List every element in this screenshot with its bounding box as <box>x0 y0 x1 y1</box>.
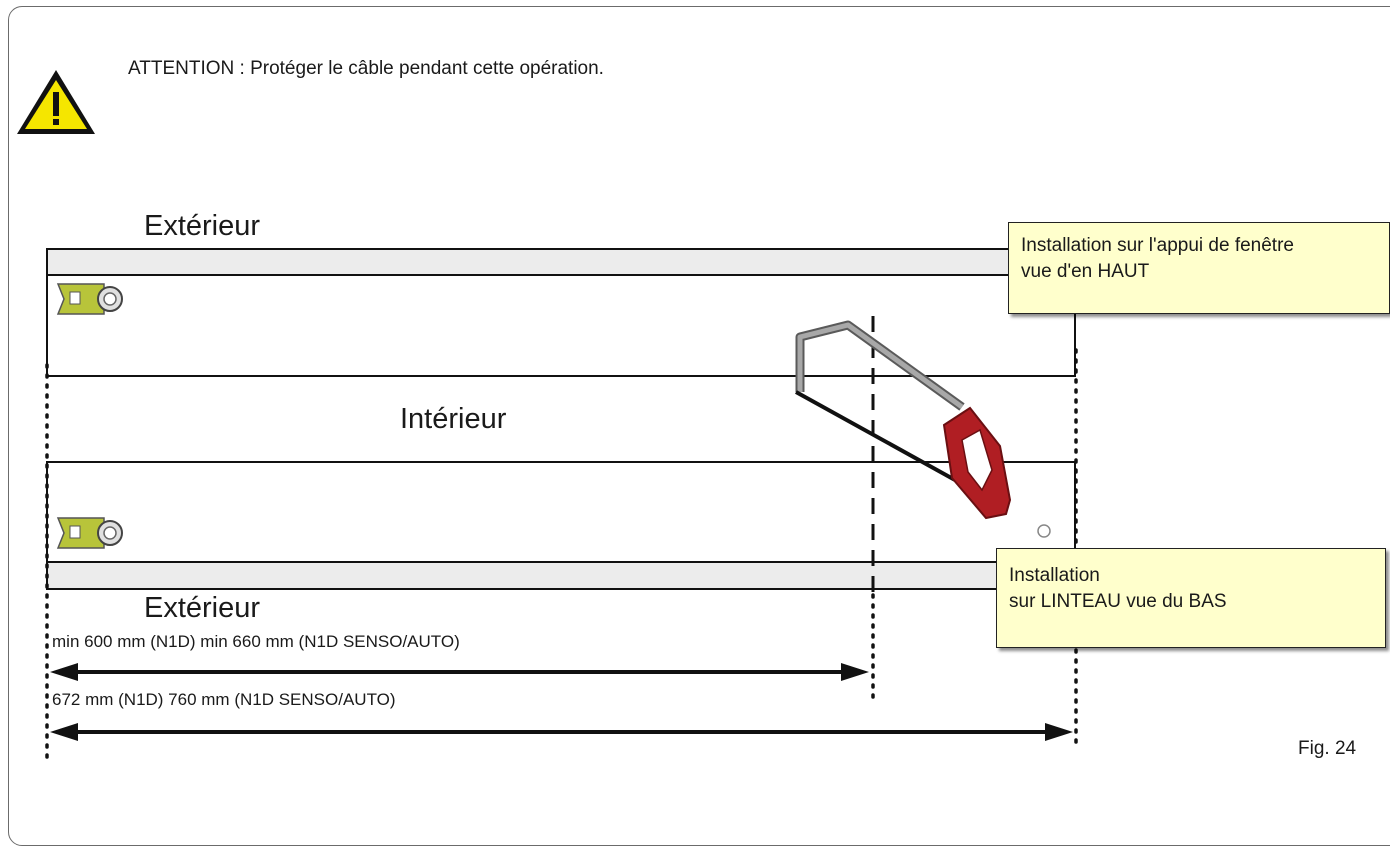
end-cap-bottom <box>56 517 123 549</box>
end-cap-top <box>56 283 123 315</box>
exterior-label-top: Extérieur <box>144 210 261 242</box>
top-profile <box>46 248 1076 377</box>
screw-hole <box>1037 524 1051 538</box>
callout-top-line-2: vue d'en HAUT <box>1021 261 1150 282</box>
warning-text: ATTENTION : Protéger le câble pendant ce… <box>128 58 604 79</box>
exterior-label-bottom: Extérieur <box>144 592 261 624</box>
warning-triangle-icon <box>17 70 95 134</box>
callout-top-installation: Installation sur l'appui de fenêtre vue … <box>1008 222 1390 314</box>
callout-bottom-installation: Installation sur LINTEAU vue du BAS <box>996 548 1386 648</box>
hacksaw-icon <box>795 320 1012 520</box>
callout-top-line-1: Installation sur l'appui de fenêtre <box>1021 235 1294 256</box>
installation-diagram <box>17 70 1078 767</box>
dimension-label-full: 672 mm (N1D) 760 mm (N1D SENSO/AUTO) <box>52 690 396 709</box>
interior-label: Intérieur <box>400 403 507 435</box>
dimension-label-min: min 600 mm (N1D) min 660 mm (N1D SENSO/A… <box>52 632 460 651</box>
figure-label: Fig. 24 <box>1298 738 1357 759</box>
callout-bottom-line-1: Installation <box>1009 565 1100 586</box>
bottom-profile <box>46 461 1076 590</box>
dimension-arrow-min <box>50 663 869 681</box>
dimension-arrow-full <box>50 723 1073 741</box>
callout-bottom-line-2: sur LINTEAU vue du BAS <box>1009 591 1227 612</box>
